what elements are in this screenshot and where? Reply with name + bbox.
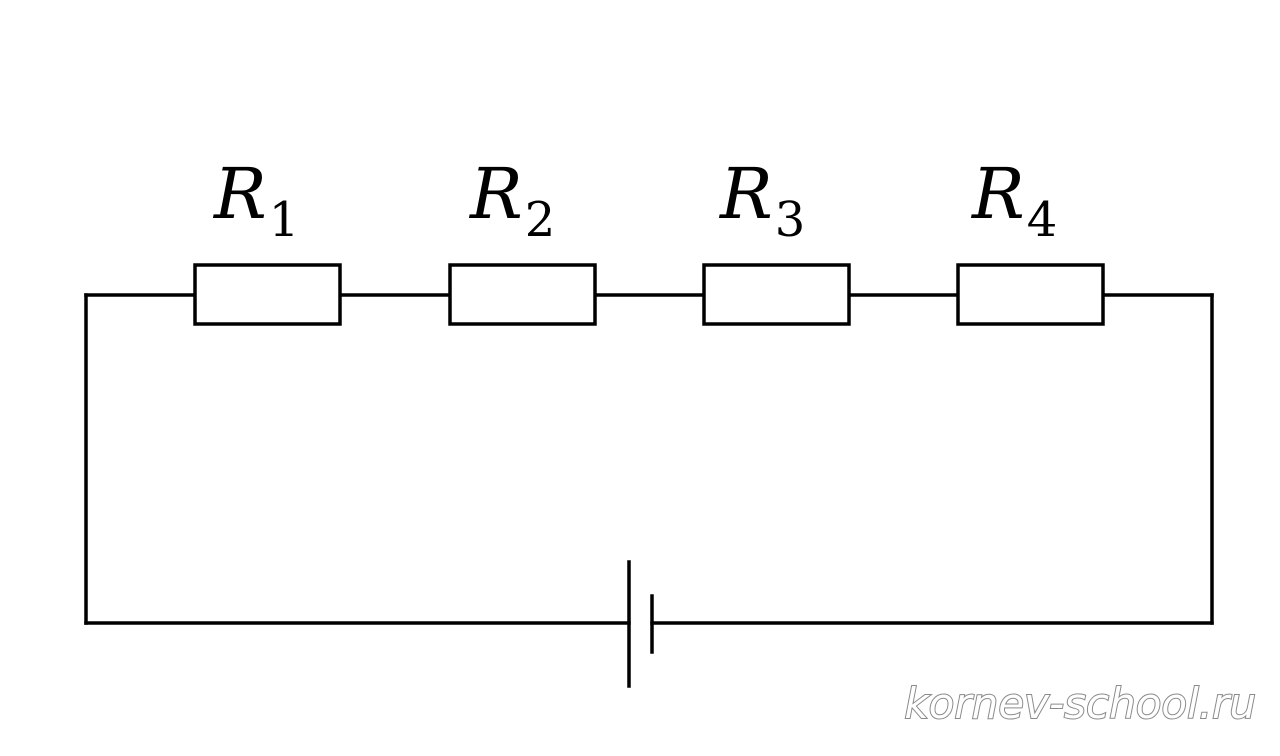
resistor-r1 bbox=[193, 263, 342, 326]
label-r4-symbol: R bbox=[970, 153, 1025, 235]
resistor-r4 bbox=[956, 263, 1105, 326]
battery bbox=[627, 560, 654, 688]
label-r2-symbol: R bbox=[468, 153, 523, 235]
label-r2-index: 2 bbox=[525, 192, 556, 248]
watermark: kornev-school.ru bbox=[904, 679, 1256, 728]
label-r4: R4 bbox=[970, 153, 1057, 248]
resistor-r3 bbox=[702, 263, 851, 326]
label-r3: R3 bbox=[718, 153, 805, 248]
label-r1-symbol: R bbox=[212, 153, 267, 235]
label-r1-index: 1 bbox=[269, 192, 300, 248]
resistor-r2 bbox=[448, 263, 597, 326]
label-r3-index: 3 bbox=[775, 192, 806, 248]
label-r3-symbol: R bbox=[718, 153, 773, 235]
label-r1: R1 bbox=[212, 153, 299, 248]
label-r4-index: 4 bbox=[1027, 192, 1058, 248]
label-r2: R2 bbox=[468, 153, 555, 248]
